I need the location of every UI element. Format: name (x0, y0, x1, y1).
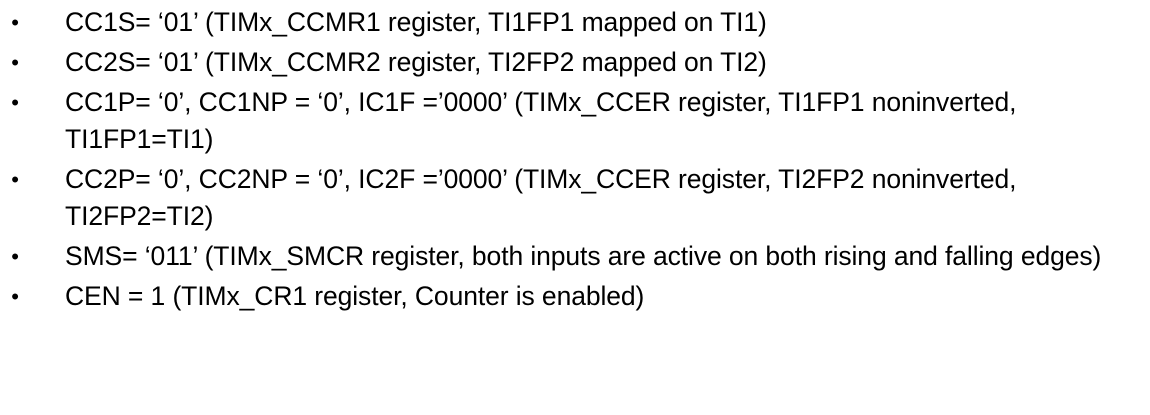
list-item: • CC1P= ‘0’, CC1NP = ‘0’, IC1F =’0000’ (… (0, 84, 1150, 158)
list-item-text: CEN = 1 (TIMx_CR1 register, Counter is e… (65, 281, 645, 311)
list-item-text: SMS= ‘011’ (TIMx_SMCR register, both inp… (65, 241, 1102, 271)
list-item-text: CC2S= ‘01’ (TIMx_CCMR2 register, TI2FP2 … (65, 47, 767, 77)
bullet-point-icon: • (11, 167, 19, 192)
list-item: • SMS= ‘011’ (TIMx_SMCR register, both i… (0, 238, 1150, 275)
bullet-point-icon: • (11, 10, 19, 35)
configuration-bullet-list: • CC1S= ‘01’ (TIMx_CCMR1 register, TI1FP… (0, 4, 1150, 315)
bullet-point-icon: • (11, 244, 19, 269)
bullet-point-icon: • (11, 50, 19, 75)
list-item: • CC2P= ‘0’, CC2NP = ‘0’, IC2F =’0000’ (… (0, 161, 1150, 235)
list-item: • CC2S= ‘01’ (TIMx_CCMR2 register, TI2FP… (0, 44, 1150, 81)
list-item: • CEN = 1 (TIMx_CR1 register, Counter is… (0, 278, 1150, 315)
list-item-text: CC1P= ‘0’, CC1NP = ‘0’, IC1F =’0000’ (TI… (65, 87, 1024, 154)
bullet-point-icon: • (11, 90, 19, 115)
bullet-point-icon: • (11, 284, 19, 309)
list-item-text: CC2P= ‘0’, CC2NP = ‘0’, IC2F =’0000’ (TI… (65, 164, 1024, 231)
list-item-text: CC1S= ‘01’ (TIMx_CCMR1 register, TI1FP1 … (65, 7, 767, 37)
list-item: • CC1S= ‘01’ (TIMx_CCMR1 register, TI1FP… (0, 4, 1150, 41)
